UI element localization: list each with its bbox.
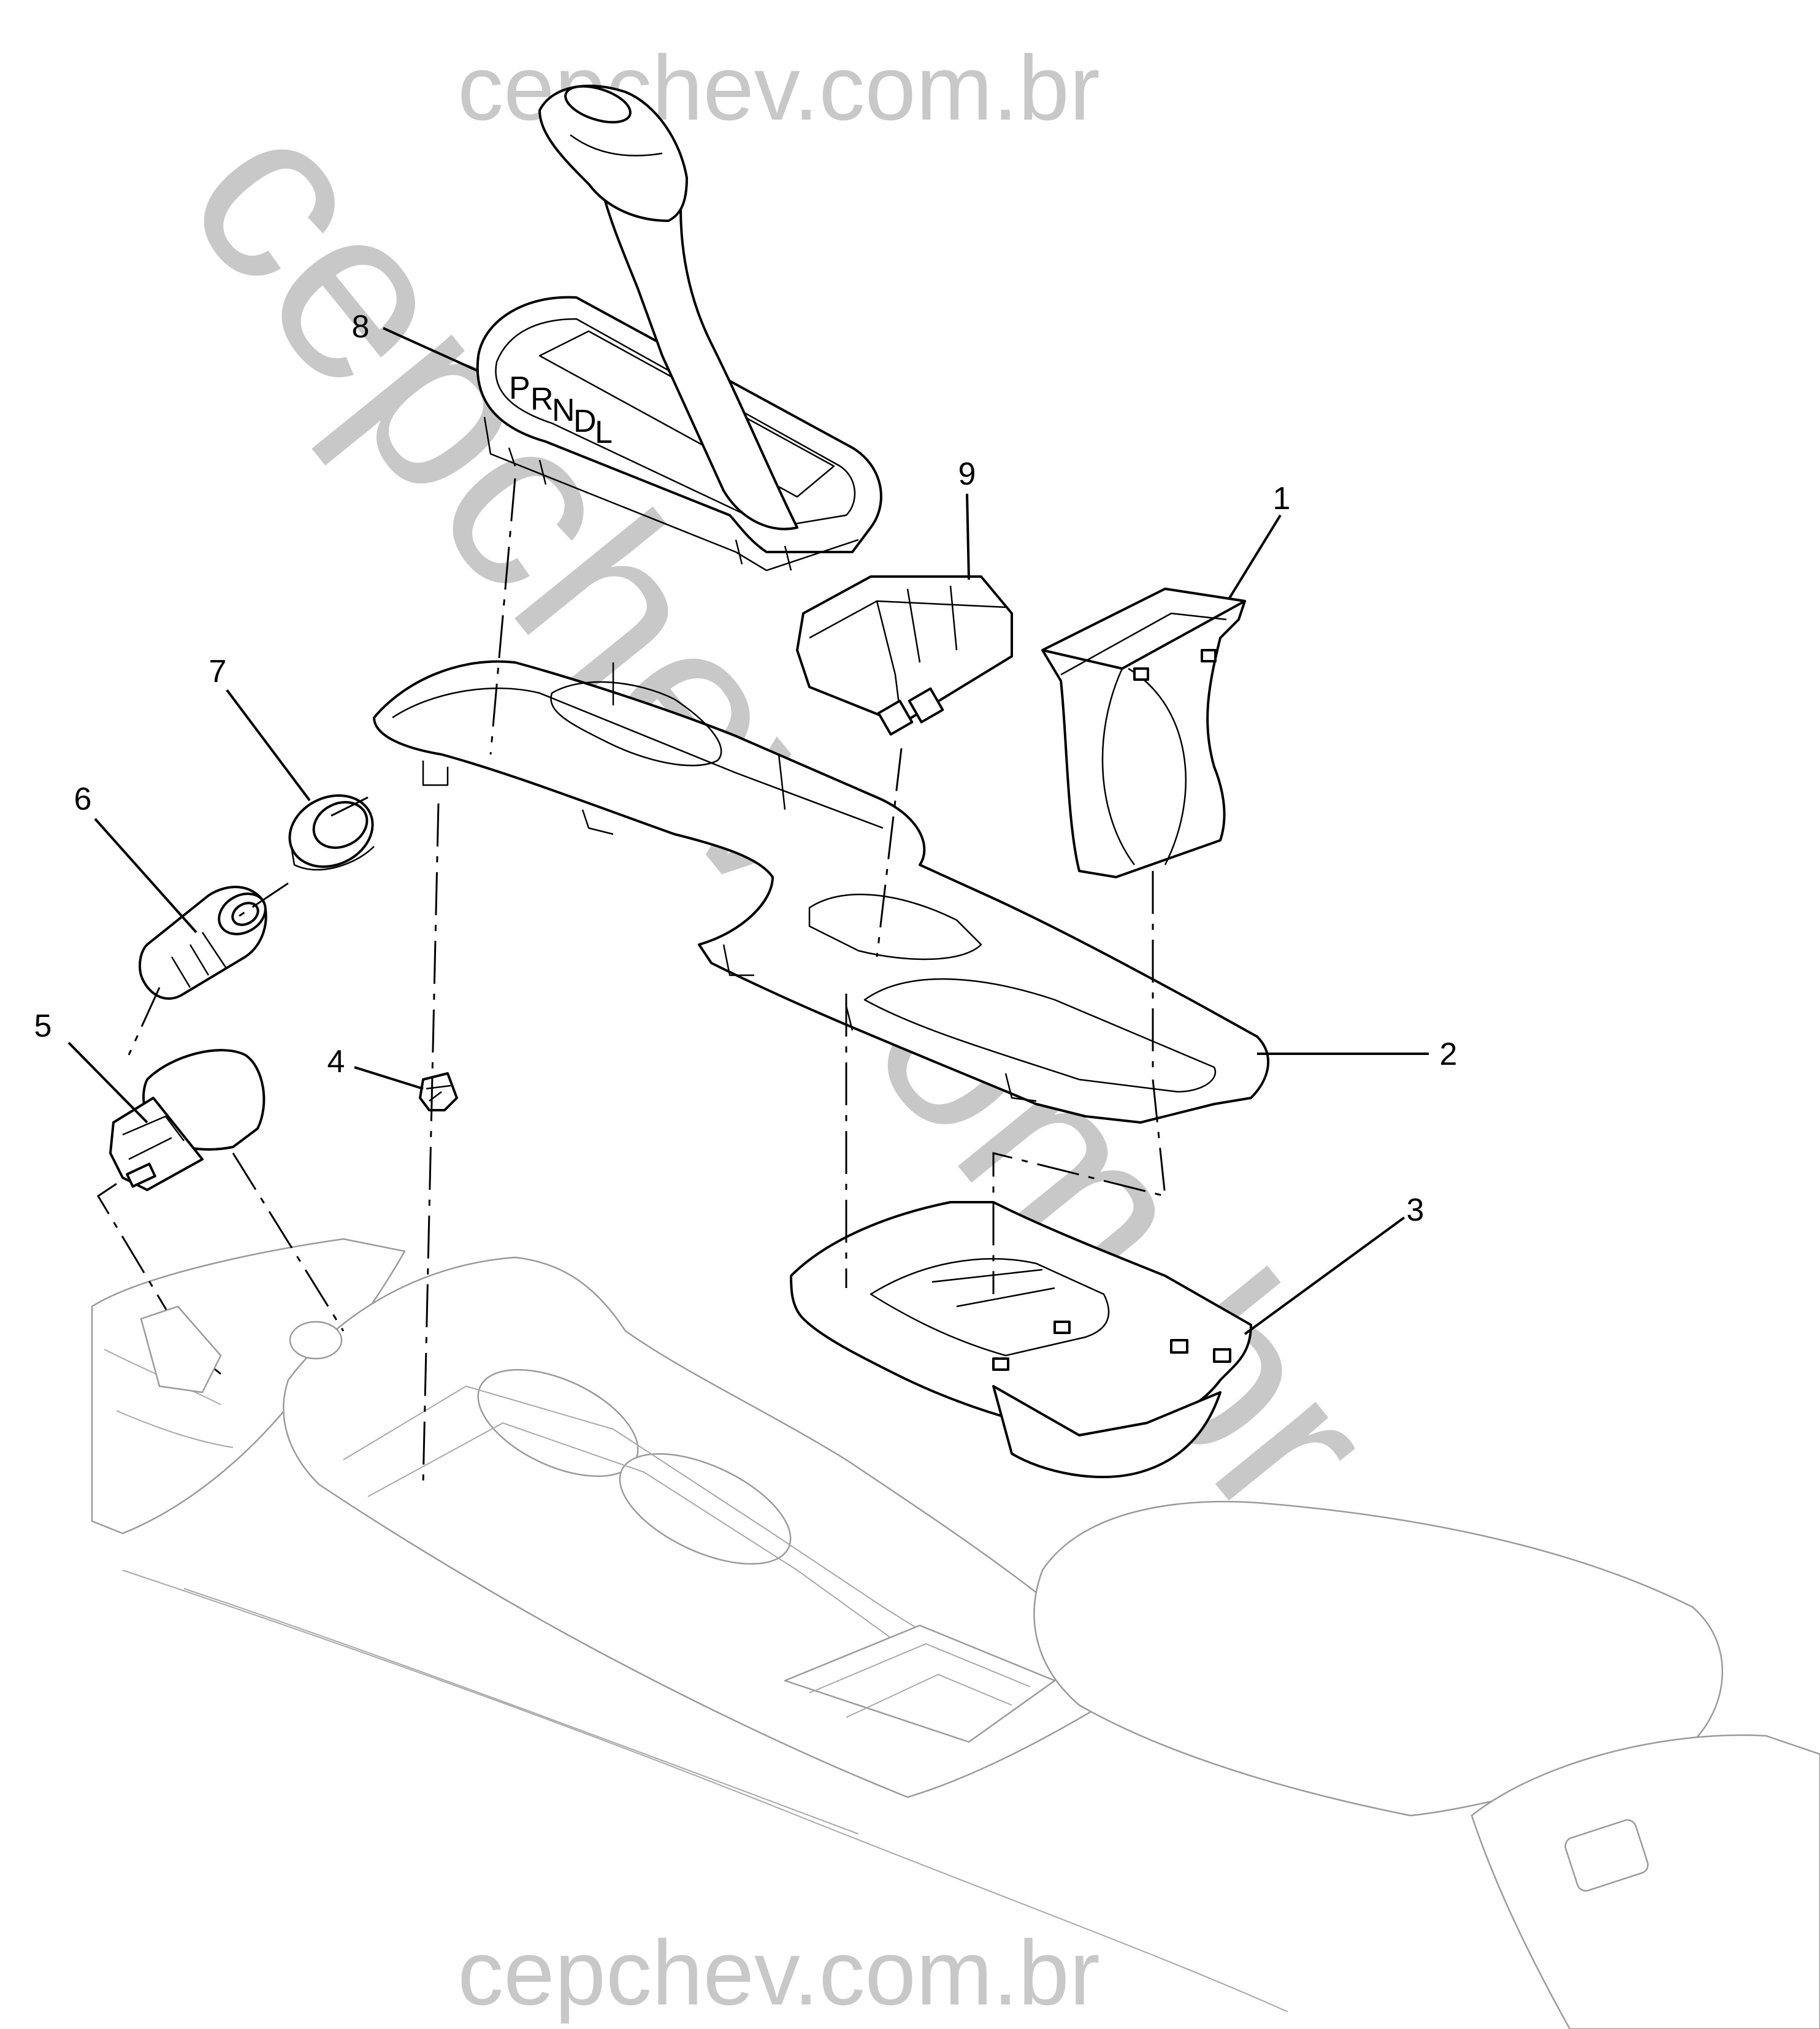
callout-labels: 8 9 1 2 3 4 5 6 7 [34, 309, 1458, 1228]
part-3-storage-bin [790, 1201, 1252, 1479]
shift-letter-p: P [509, 370, 530, 406]
part-4-retainer-clip [419, 1072, 458, 1111]
callout-2: 2 [1440, 1037, 1458, 1072]
callout-4: 4 [327, 1044, 345, 1080]
vehicle-console-background [91, 1238, 1820, 2029]
part-6-power-outlet [139, 886, 267, 1000]
part-2-console-trim-plate [373, 660, 1270, 1124]
callout-8: 8 [352, 309, 370, 345]
leader-9 [966, 493, 970, 580]
part-5-auxiliary-socket [109, 1049, 266, 1191]
part-8-shifter-bezel: P R N D L [476, 85, 882, 572]
part-1-cup-insert [1041, 588, 1246, 878]
part-9-switch-assembly [796, 575, 1013, 736]
callout-3: 3 [1407, 1192, 1424, 1228]
leader-lines [67, 327, 1429, 1335]
leader-3 [1244, 1216, 1405, 1335]
callout-5: 5 [34, 1008, 52, 1044]
leader-4 [354, 1066, 424, 1090]
leader-1 [1228, 514, 1282, 599]
shift-letter-d: D [573, 404, 597, 439]
shift-indicator: P R N D L [509, 370, 613, 450]
shift-letter-l: L [595, 415, 613, 450]
part-7-outlet-bezel-ring [288, 794, 375, 871]
leader-7 [226, 689, 311, 802]
leader-8 [383, 327, 479, 372]
callout-7: 7 [209, 654, 227, 689]
callout-6: 6 [74, 781, 92, 817]
callout-9: 9 [958, 456, 976, 492]
shift-letter-r: R [530, 382, 554, 417]
alignment-lines [96, 478, 1166, 1485]
watermark-bottom: cepchev.com.br [457, 1921, 1100, 2024]
callout-1: 1 [1273, 481, 1291, 516]
leader-5 [67, 1041, 148, 1124]
leader-6 [94, 818, 197, 934]
shift-letter-n: N [552, 393, 575, 428]
